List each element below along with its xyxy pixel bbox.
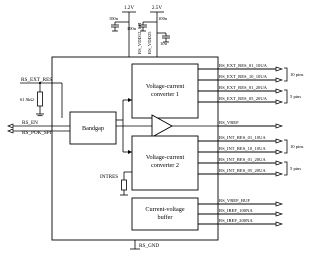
pin-group-1: 5 pins xyxy=(290,94,301,99)
net-vdd12-spi: RS_VDD12_SPI xyxy=(137,22,142,54)
vic1-label-line2: converter 1 xyxy=(151,91,179,98)
bracket-int-a xyxy=(284,139,288,154)
vic2-label-line2: converter 2 xyxy=(151,162,179,169)
vic2-block xyxy=(131,135,199,191)
cap-1-value: 100n xyxy=(109,16,119,21)
cap-4-value: 10u xyxy=(160,41,168,46)
out-int-0: RS_INT_RES_01_10UA xyxy=(219,135,266,140)
gnd-label: RS_GND xyxy=(139,243,159,249)
decoupling-cap-2 xyxy=(139,21,157,32)
pok-pin-arrow[interactable] xyxy=(7,128,14,134)
resistor-value: 61.9kΩ xyxy=(20,97,34,102)
pin-group-3: 5 pins xyxy=(290,166,301,171)
schematic-svg: 1.2V 2.5V 100n 100n 100n 10u RS_VDD12_SP… xyxy=(7,5,304,250)
buf-outputs xyxy=(198,203,276,225)
bandgap-block xyxy=(69,111,117,145)
supply-2v5-label: 2.5V xyxy=(152,5,162,11)
to-vic1-arrow xyxy=(128,98,132,102)
cap-2-value: 100n xyxy=(158,16,168,21)
intres-label: INTRES xyxy=(100,174,118,180)
civ-label-line2: buffer xyxy=(157,214,172,221)
pin-group-0: 10 pins xyxy=(290,72,304,77)
en-pin-arrow[interactable] xyxy=(7,123,14,129)
decoupling-cap-1 xyxy=(111,21,129,32)
out-ext-0: RS_EXT_RES_01_10UA xyxy=(219,63,268,68)
vic2-label-line1: Voltage-current xyxy=(146,154,185,161)
bracket-int-b xyxy=(284,161,288,176)
cap-3-value: 100n xyxy=(127,26,137,31)
out-buf-1: RS_IREF_100NA xyxy=(219,208,253,213)
out-vref: RS_VREF xyxy=(219,120,239,125)
intres-resistor xyxy=(121,179,127,191)
bandgap-label: Bandgap xyxy=(82,125,104,132)
int-outputs xyxy=(198,140,276,175)
pin-ext-res-label: RS_EXT_RES xyxy=(21,77,52,83)
vic1-label-line1: Voltage-current xyxy=(146,83,185,90)
out-buf-2: RS_IREF_200NA xyxy=(219,218,253,223)
pin-group-2: 10 pins xyxy=(290,144,304,149)
bracket-ext-b xyxy=(284,89,288,104)
out-int-1: RS_INT_RES_10_10UA xyxy=(219,146,266,151)
output-pin-tips[interactable] xyxy=(275,66,284,227)
civ-label-line1: Current-voltage xyxy=(145,206,184,213)
to-vic2-arrow xyxy=(128,150,132,154)
vic1-block xyxy=(131,63,199,119)
schematic-canvas: 1.2V 2.5V 100n 100n 100n 10u RS_VDD12_SP… xyxy=(7,5,304,250)
out-ext-1: RS_EXT_RES_10_10UA xyxy=(219,74,268,79)
bracket-ext-a xyxy=(284,67,288,82)
supply-1v2-label: 1.2V xyxy=(124,5,134,11)
ext-outputs xyxy=(198,68,276,103)
out-int-3: RS_INT_RES_05_20UA xyxy=(219,168,266,173)
out-ext-2: RS_EXT_RES_01_20UA xyxy=(219,85,268,90)
pin-pok-label: RS_POK_SPI xyxy=(22,130,52,136)
out-int-2: RS_INT_RES_01_20UA xyxy=(219,157,266,162)
out-buf-0: RS_VREF_BUF xyxy=(219,198,250,203)
decoupling-cap-3 xyxy=(157,32,170,43)
pin-en-label: RS_EN xyxy=(22,120,38,126)
net-vdd25: RS_VDD25 xyxy=(147,31,152,54)
resistor-body xyxy=(37,91,43,107)
out-ext-3: RS_EXT_RES_05_20UA xyxy=(219,96,268,101)
